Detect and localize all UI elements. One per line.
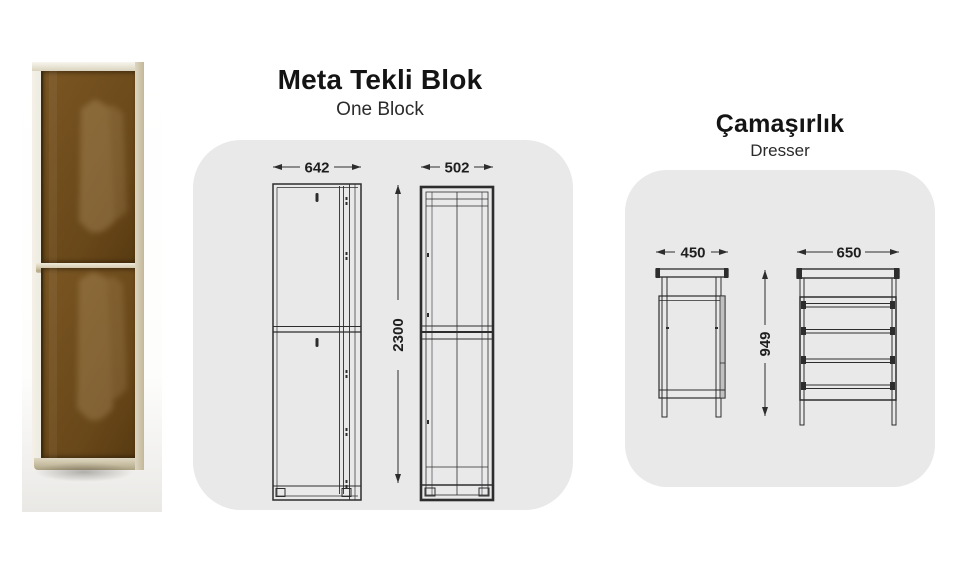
one-block-spec-panel: 642 — [193, 140, 573, 510]
dim-arrow-left-icon — [656, 249, 665, 255]
dim-arrow-left-icon — [797, 249, 806, 255]
fitting-marks — [666, 327, 718, 329]
one-block-subtitle: One Block — [336, 99, 424, 120]
dim-arrow-up-icon — [762, 270, 768, 279]
dim-arrow-right-icon — [352, 164, 361, 170]
glass-reflection — [49, 71, 57, 263]
dresser-side-view: 450 — [655, 245, 729, 418]
wardrobe-side-edge — [135, 62, 144, 470]
glass-reflection — [49, 268, 57, 458]
dresser-title: Çamaşırlık — [715, 110, 845, 138]
floor-shadow — [22, 458, 162, 492]
dim-arrow-down-icon — [395, 474, 401, 483]
wardrobe-base — [34, 458, 144, 470]
wardrobe-glass-door-bottom — [41, 268, 138, 458]
dresser-front-view: 650 — [796, 245, 900, 426]
rail-end-marks — [801, 301, 895, 390]
dim-arrow-right-icon — [890, 249, 899, 255]
dim-label-side-width: 502 — [444, 160, 469, 177]
one-block-title-block: Meta Tekli Blok One Block — [230, 64, 530, 122]
wardrobe-glass-door-top — [41, 71, 138, 263]
dim-arrow-left-icon — [421, 164, 430, 170]
product-photo — [22, 58, 162, 512]
wardrobe-cabinet — [32, 62, 144, 470]
door-handle-mark — [315, 338, 319, 347]
one-block-technical-drawing: 642 — [272, 160, 495, 502]
wardrobe-top-frame — [32, 62, 144, 71]
hinge-marks — [427, 253, 429, 424]
dim-label-front-width: 650 — [836, 245, 861, 262]
dim-arrow-up-icon — [395, 185, 401, 194]
dim-arrow-down-icon — [762, 407, 768, 416]
dim-label-height: 949 — [757, 331, 774, 356]
dim-arrow-right-icon — [484, 164, 493, 170]
door-handle-mark — [315, 193, 319, 202]
dresser-technical-drawing: 450 — [655, 245, 900, 426]
dim-arrow-left-icon — [273, 164, 282, 170]
dresser-spec-panel: 450 — [625, 170, 935, 487]
one-block-height-dimension: 2300 — [390, 185, 407, 483]
hanging-shirt-silhouette — [49, 71, 127, 263]
dim-label-front-width: 642 — [304, 160, 329, 177]
hinge-marks — [345, 197, 348, 488]
hanging-shirt-silhouette — [49, 268, 127, 458]
dim-label-side-width: 450 — [680, 245, 705, 262]
dim-arrow-right-icon — [719, 249, 728, 255]
dresser-height-dimension: 949 — [757, 270, 774, 416]
one-block-side-view: 502 — [419, 160, 495, 502]
one-block-front-view: 642 — [272, 160, 362, 501]
dim-label-height: 2300 — [390, 318, 407, 351]
dresser-subtitle: Dresser — [750, 141, 810, 160]
one-block-title: Meta Tekli Blok — [277, 64, 483, 95]
dresser-title-block: Çamaşırlık Dresser — [630, 110, 930, 161]
